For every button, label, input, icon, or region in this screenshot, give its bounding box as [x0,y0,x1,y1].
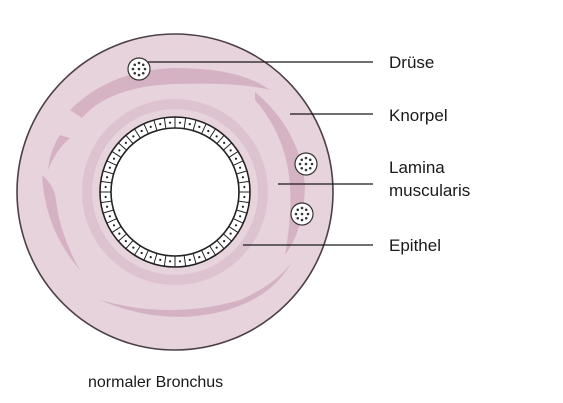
epithel-cell-nucleus [243,186,245,188]
gland-icon [128,58,150,80]
epithel-cell-nucleus [113,224,115,226]
epithel-cell-nucleus [198,256,200,258]
epithel-cell-nucleus [189,123,191,125]
epithel-cell-nucleus [113,158,115,160]
epithel-cell-nucleus [105,186,107,188]
label-lamina-line2: muscularis [389,181,470,200]
epithel-cell-nucleus [105,196,107,198]
epithel-cell-nucleus [235,224,237,226]
label-lamina-line1: Lamina [389,158,445,177]
lumen [111,128,239,256]
epithel-cell-nucleus [169,260,171,262]
epithel-cell-nucleus [207,130,209,132]
gland-icon [291,203,313,225]
gland-icon [295,153,317,175]
epithel-cell-nucleus [150,256,152,258]
epithel-cell-nucleus [243,196,245,198]
epithel-cell-nucleus [141,130,143,132]
epithel-cell-nucleus [118,233,120,235]
epithel-cell-nucleus [239,215,241,217]
epithel-cell-nucleus [235,158,237,160]
epithel-cell-nucleus [109,167,111,169]
epithel-cell-nucleus [106,176,108,178]
epithel-cell-nucleus [242,176,244,178]
epithel-cell-nucleus [132,247,134,249]
epithel-cell-nucleus [223,142,225,144]
label-druese: Drüse [389,53,434,72]
epithel-cell-nucleus [242,206,244,208]
epithel-cell-nucleus [198,126,200,128]
epithel-cell-nucleus [141,252,143,254]
epithel-cell-nucleus [118,149,120,151]
epithel-cell-nucleus [207,252,209,254]
epithel-cell-nucleus [106,206,108,208]
epithel-cell-nucleus [125,240,127,242]
epithel-cell-nucleus [150,126,152,128]
epithel-cell-nucleus [239,167,241,169]
epithel-cell-nucleus [159,259,161,261]
epithel-cell-nucleus [179,122,181,124]
epithel-cell-nucleus [125,142,127,144]
epithel-cell-nucleus [169,122,171,124]
label-epithel: Epithel [389,236,441,255]
epithel-cell-nucleus [230,233,232,235]
epithel-cell-nucleus [223,240,225,242]
epithel-cell-nucleus [132,135,134,137]
epithel-cell-nucleus [230,149,232,151]
label-knorpel: Knorpel [389,106,448,125]
epithel-cell-nucleus [216,135,218,137]
epithel-cell-nucleus [216,247,218,249]
epithel-cell-nucleus [189,259,191,261]
caption: normaler Bronchus [88,374,223,391]
epithel-cell-nucleus [179,260,181,262]
epithel-cell-nucleus [159,123,161,125]
epithel-cell-nucleus [109,215,111,217]
